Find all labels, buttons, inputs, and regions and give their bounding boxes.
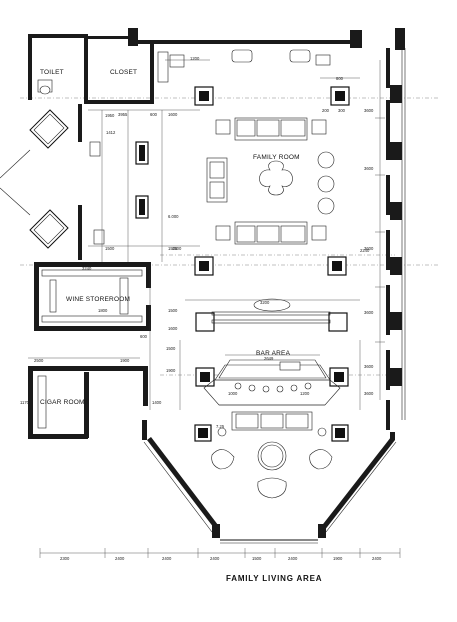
dim-inner-18: 3240 <box>82 266 92 271</box>
dim-left-9: 1900 <box>120 358 130 363</box>
family-room-label: FAMILY ROOM <box>253 154 300 161</box>
dim-inner-15: 600 <box>140 334 148 339</box>
dim-inner-1: 800 <box>336 76 344 81</box>
dim-left-1: 1412 <box>106 130 116 135</box>
dim-right-5: 3600 <box>364 364 374 369</box>
dim-left-4: 1500 <box>172 246 182 251</box>
inner-dimensions: 800 200 300 600 3955 1600 1500 3200 2240… <box>82 56 370 429</box>
dim-inner-9: 2240 <box>360 248 370 253</box>
family-room-furniture <box>157 49 335 245</box>
dim-right-6: 3600 <box>364 391 374 396</box>
left-dimensions: 1412 1950 1500 1500 2500 1800 1170 1400 … <box>20 113 182 405</box>
dim-right-4: 3600 <box>364 310 374 315</box>
dim-left-7: 1170 <box>20 400 30 405</box>
cigar-room-label: CIGAR ROOM <box>40 399 85 406</box>
dim-inner-21: 1500 <box>166 346 176 351</box>
dim-bottom-4: 2400 <box>210 556 220 561</box>
bottom-dimensions: 2300 2400 2400 2400 1500 2400 1900 2400 <box>60 556 382 561</box>
dim-inner-8: 3200 <box>260 300 270 305</box>
dim-right-2: 3600 <box>364 166 374 171</box>
dim-left-2: 1950 <box>105 113 115 118</box>
dim-inner-17: 7.25 <box>216 424 225 429</box>
dimension-lines <box>28 59 401 558</box>
dim-right-3: 3600 <box>364 246 374 251</box>
dim-inner-12: 1500 <box>168 308 178 313</box>
dim-inner-6: 1600 <box>168 112 178 117</box>
closet-label: CLOSET <box>110 69 137 76</box>
drawing-title: FAMILY LIVING AREA <box>226 574 322 583</box>
wine-storeroom-label: WINE STOREROOM <box>66 296 130 303</box>
dim-left-3: 1500 <box>105 246 115 251</box>
dim-bottom-8: 2400 <box>372 556 382 561</box>
room-labels: TOILET CLOSET FAMILY ROOM WINE STOREROOM… <box>40 69 300 406</box>
bar-area-label: BAR AREA <box>256 350 291 357</box>
toilet-label: TOILET <box>40 69 64 76</box>
dim-left-6: 1800 <box>98 308 108 313</box>
dim-inner-4: 600 <box>150 112 158 117</box>
dim-inner-2: 200 <box>322 108 330 113</box>
dim-left-8: 1400 <box>152 400 162 405</box>
outer-walls <box>28 28 406 544</box>
dim-inner-19: 1200 <box>190 56 200 61</box>
dim-inner-13: 1600 <box>168 326 178 331</box>
dim-bottom-1: 2300 <box>60 556 70 561</box>
dim-inner-14: 1200 <box>300 391 310 396</box>
right-dimensions: 3600 3600 3600 3600 3600 3600 <box>364 108 374 396</box>
dim-bottom-3: 2400 <box>162 556 172 561</box>
dim-inner-7: 1500 <box>168 246 178 251</box>
dim-inner-16: 6.000 <box>168 214 179 219</box>
dim-inner-5: 3955 <box>118 112 128 117</box>
dim-inner-10: 2649 <box>264 356 274 361</box>
dim-right-1: 3600 <box>364 108 374 113</box>
bar-area-furniture <box>203 298 341 499</box>
dim-inner-3: 300 <box>338 108 346 113</box>
dim-bottom-7: 1900 <box>333 556 343 561</box>
dim-left-5: 2500 <box>34 358 44 363</box>
dim-bottom-6: 2400 <box>288 556 298 561</box>
columns <box>135 86 350 442</box>
dim-bottom-2: 2400 <box>115 556 125 561</box>
dim-inner-11: 1000 <box>228 391 238 396</box>
dim-bottom-5: 1500 <box>252 556 262 561</box>
left-entry-elements <box>0 109 105 249</box>
dim-inner-20: 1900 <box>166 368 176 373</box>
